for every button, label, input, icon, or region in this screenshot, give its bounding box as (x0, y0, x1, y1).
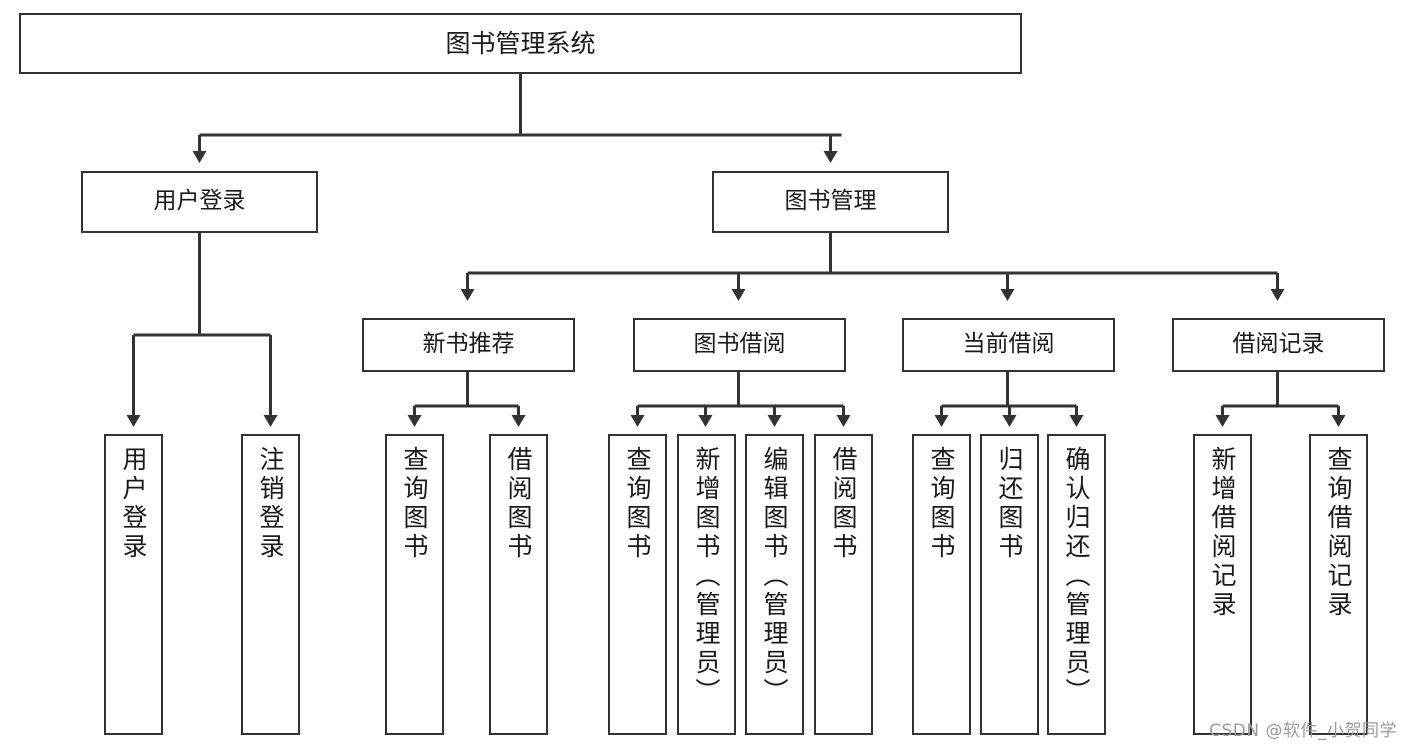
leaf-book-borrow-query-label: 查询图书 (623, 446, 652, 562)
node-user-login-label: 用户登录 (153, 188, 246, 215)
leaf-current-borrow-confirm[interactable]: 确认归还（管理员） (1047, 434, 1106, 735)
leaf-current-borrow-query-label: 查询图书 (927, 446, 956, 562)
node-book-borrow[interactable]: 图书借阅 (633, 318, 846, 372)
leaf-book-borrow-query[interactable]: 查询图书 (608, 434, 667, 735)
leaf-new-book-query[interactable]: 查询图书 (385, 434, 444, 735)
leaf-new-book-borrow-label: 借阅图书 (504, 446, 533, 562)
node-current-borrow-label: 当前借阅 (962, 331, 1055, 358)
leaf-current-borrow-return-label: 归还图书 (995, 446, 1024, 562)
leaf-user-login-logout[interactable]: 注销登录 (241, 434, 300, 735)
leaf-book-borrow-add[interactable]: 新增图书（管理员） (677, 434, 736, 735)
leaf-borrow-record-add[interactable]: 新增借阅记录 (1193, 434, 1252, 735)
leaf-current-borrow-query[interactable]: 查询图书 (912, 434, 971, 735)
node-book-management[interactable]: 图书管理 (712, 171, 949, 233)
leaf-user-login-logout-label: 注销登录 (256, 446, 285, 562)
node-book-management-label: 图书管理 (784, 188, 877, 215)
leaf-user-login-login-label: 用户登录 (119, 446, 148, 562)
node-borrow-record[interactable]: 借阅记录 (1172, 318, 1385, 372)
node-book-borrow-label: 图书借阅 (693, 331, 786, 358)
leaf-borrow-record-query-label: 查询借阅记录 (1324, 446, 1353, 620)
leaf-current-borrow-return[interactable]: 归还图书 (980, 434, 1039, 735)
node-current-borrow[interactable]: 当前借阅 (902, 318, 1115, 372)
csdn-watermark: CSDN @软件_小贺同学 (1209, 721, 1397, 741)
leaf-book-borrow-borrow[interactable]: 借阅图书 (814, 434, 873, 735)
node-new-book-recommend[interactable]: 新书推荐 (362, 318, 575, 372)
leaf-book-borrow-edit[interactable]: 编辑图书（管理员） (745, 434, 804, 735)
leaf-new-book-borrow[interactable]: 借阅图书 (489, 434, 548, 735)
leaf-book-borrow-borrow-label: 借阅图书 (829, 446, 858, 562)
node-new-book-recommend-label: 新书推荐 (422, 331, 515, 358)
leaf-new-book-query-label: 查询图书 (400, 446, 429, 562)
leaf-borrow-record-add-label: 新增借阅记录 (1208, 446, 1237, 620)
leaf-book-borrow-edit-label: 编辑图书（管理员） (760, 446, 789, 707)
node-root-system[interactable]: 图书管理系统 (19, 13, 1022, 74)
leaf-borrow-record-query[interactable]: 查询借阅记录 (1309, 434, 1368, 735)
leaf-current-borrow-confirm-label: 确认归还（管理员） (1062, 446, 1091, 707)
node-user-login[interactable]: 用户登录 (81, 171, 318, 233)
leaf-user-login-login[interactable]: 用户登录 (104, 434, 163, 735)
node-root-system-label: 图书管理系统 (445, 28, 596, 58)
node-borrow-record-label: 借阅记录 (1232, 331, 1325, 358)
leaf-book-borrow-add-label: 新增图书（管理员） (692, 446, 721, 707)
